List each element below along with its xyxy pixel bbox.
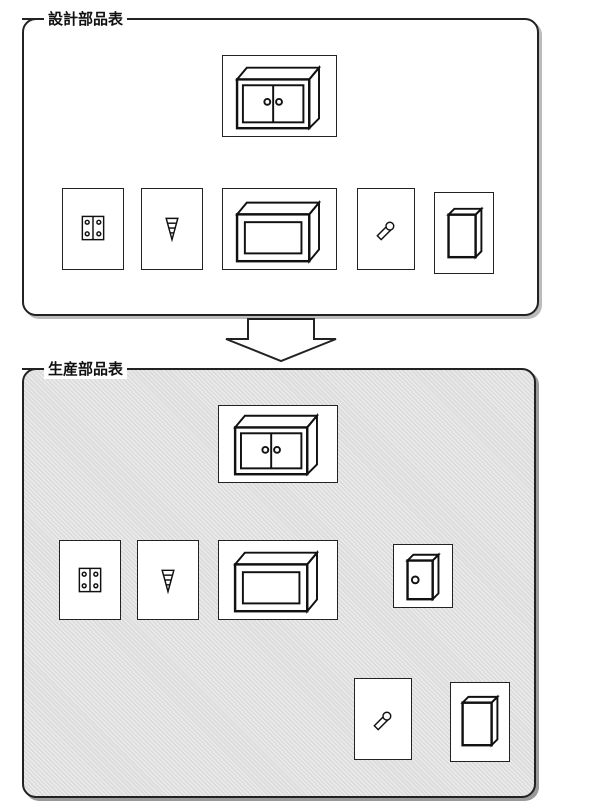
cabinet-frame-icon	[234, 199, 322, 264]
cabinet-frame-icon	[233, 550, 320, 614]
design-child-screw-node	[141, 188, 203, 270]
design-title-rule	[22, 18, 44, 20]
cabinet-assembly-icon	[233, 413, 320, 477]
production-child-frame-node	[218, 540, 338, 620]
production-child-door-subassembly-node	[393, 544, 453, 608]
cabinet-assembly-icon	[234, 65, 322, 131]
design-parent-cabinet-node	[222, 55, 337, 137]
design-child-hinge-node	[62, 188, 124, 270]
hinge-icon	[78, 567, 102, 593]
hinge-icon	[81, 215, 105, 241]
down-arrow-icon	[225, 318, 337, 363]
design-child-door-node	[434, 192, 494, 274]
design-child-frame-node	[222, 188, 337, 270]
production-parent-cabinet-node	[218, 405, 338, 483]
knob-icon	[376, 221, 395, 241]
design-child-knob-node	[357, 188, 415, 270]
knob-icon	[373, 711, 392, 731]
door-panel-icon	[446, 206, 484, 260]
screw-icon	[161, 569, 175, 595]
door-panel-icon	[460, 694, 500, 748]
screw-icon	[165, 217, 179, 243]
production-grandchild-door-node	[450, 682, 510, 762]
production-grandchild-knob-node	[354, 678, 412, 760]
production-title-rule	[22, 368, 44, 370]
production-child-hinge-node	[59, 540, 121, 620]
design-bom-title: 設計部品表	[44, 8, 128, 29]
production-bom-title: 生産部品表	[44, 358, 128, 379]
production-child-screw-node	[137, 540, 199, 620]
door-with-knob-icon	[405, 552, 441, 602]
